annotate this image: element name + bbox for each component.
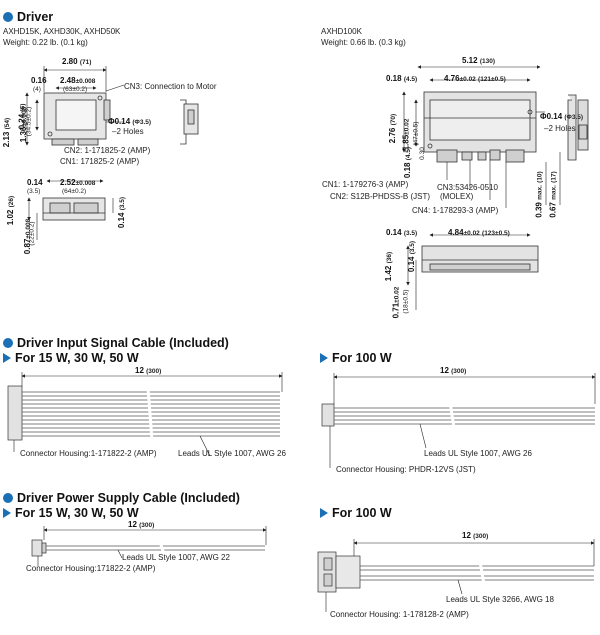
dim-2-76: 2.76 (70): [388, 113, 398, 144]
triangle-bullet-icon: [3, 353, 11, 363]
driver-small-weight: Weight: 0.22 lb. (0.1 kg): [3, 38, 88, 47]
dim-2-48: 2.48±0.008: [60, 76, 96, 85]
dim-hole-large: Φ0.14 (Φ3.5): [540, 112, 584, 121]
driver-large-front-view: [421, 245, 539, 273]
driver-large-weight: Weight: 0.66 lb. (0.3 kg): [321, 38, 406, 47]
dim-1-42: 1.42 (36): [384, 251, 394, 282]
dim-2-52-mm: (64±0.2): [62, 188, 87, 195]
dim-5-12: 5.12 (130): [462, 56, 495, 65]
dim-0-14-c: 0.14 (3.5): [117, 196, 127, 229]
driver-large-model: AXHD100K: [321, 27, 362, 36]
input-cable-large-drawing: [321, 401, 595, 429]
dim-1-36-mm: (34.5±0.2): [25, 106, 33, 137]
input-cable-large-housing: Connector Housing: PHDR-12VS (JST): [336, 465, 476, 474]
bullet-dot-icon: [3, 12, 13, 22]
input-cable-large-dimension: [329, 373, 596, 468]
power-cable-small-leads: Leads UL Style 1007, AWG 22: [122, 553, 230, 562]
holes-small-label: –2 Holes: [112, 127, 144, 136]
dim-2-80: 2.80 (71): [62, 57, 92, 66]
dim-0-30: 0.30: [418, 147, 426, 160]
dim-0-16: 0.16: [31, 76, 47, 85]
bullet-dot-icon: [3, 493, 13, 503]
power-cable-small-length: 12 (300): [128, 520, 155, 529]
input-cable-small-leads: Leads UL Style 1007, AWG 26: [178, 449, 286, 458]
power-cable-large-length: 12 (300): [462, 531, 489, 540]
power-cable-small-dimension: [37, 526, 267, 566]
driver-large-cn2-label: CN2: S12B-PHDSS-B (JST): [330, 192, 431, 201]
driver-large-cn1-label: CN1: 1-179276-3 (AMP): [322, 180, 409, 189]
dim-0-14-b: 0.14: [27, 178, 43, 187]
triangle-bullet-icon: [320, 353, 328, 363]
power-cable-small-drawing: [31, 539, 265, 557]
input-cable-heading: Driver Input Signal Cable (Included): [3, 336, 229, 350]
driver-small-cn3-label: CN3: Connection to Motor: [124, 82, 217, 91]
driver-small-cn1-label: CN1: 171825-2 (AMP): [60, 157, 140, 166]
dim-hole-small: Φ0.14 (Φ3.5): [108, 117, 152, 126]
dim-0-18-v: 0.18 (4.5): [403, 146, 413, 179]
driver-small-cn2-label: CN2: 1-171825-2 (AMP): [64, 146, 151, 155]
dim-4-76: 4.76±0.02 (121±0.5): [444, 74, 506, 83]
input-cable-large-subheading: For 100 W: [320, 351, 392, 365]
dim-2-13: 2.13 (54): [2, 117, 12, 148]
dim-0-39: 0.39 max. (10): [534, 171, 544, 218]
dim-2-52: 2.52±0.008: [60, 178, 96, 187]
dim-0-16-mm: (4): [33, 86, 41, 93]
dim-0-67: 0.67 max. (17): [548, 171, 558, 218]
input-cable-small-drawing: [7, 385, 280, 441]
driver-large-dimension-lines: [402, 65, 561, 310]
input-cable-small-length: 12 (300): [135, 366, 162, 375]
driver-large-side-view: [567, 94, 589, 161]
dim-0-71-mm: (18±0.5): [402, 289, 410, 314]
driver-small-models: AXHD15K, AXHD30K, AXHD50K: [3, 27, 121, 36]
dim-1-02: 1.02 (26): [6, 195, 16, 226]
driver-small-front-view: [42, 197, 106, 221]
driver-large-cn3-label-b: (MOLEX): [440, 192, 474, 201]
power-cable-large-subheading: For 100 W: [320, 506, 392, 520]
dim-0-14-b-mm: (3.5): [27, 188, 41, 195]
driver-small-side-view: [180, 99, 199, 145]
dim-0-18: 0.18 (4.5): [386, 74, 418, 83]
driver-large-cn4-label: CN4: 1-178293-3 (AMP): [412, 206, 499, 215]
dim-1-85: 1.85±0.02: [401, 118, 411, 151]
dim-0-71: 0.71±0.02: [391, 286, 401, 319]
power-cable-small-housing: Connector Housing:171822-2 (AMP): [26, 564, 156, 573]
power-cable-large-leads: Leads UL Style 3266, AWG 18: [446, 595, 554, 604]
triangle-bullet-icon: [3, 508, 11, 518]
driver-large-top-view: [423, 91, 537, 163]
power-cable-heading: Driver Power Supply Cable (Included): [3, 491, 240, 505]
power-cable-large-dimension: [325, 539, 595, 612]
power-cable-small-subheading: For 15 W, 30 W, 50 W: [3, 506, 139, 520]
driver-large-cn3-label: CN3:53426-0510: [437, 183, 498, 192]
driver-heading: Driver: [3, 10, 53, 24]
dim-1-85-mm: (47±0.5): [412, 121, 420, 146]
power-cable-large-housing: Connector Housing: 1-178128-2 (AMP): [330, 610, 469, 619]
driver-heading-text: Driver: [17, 10, 54, 24]
dim-0-14-r: 0.14 (3.5): [386, 228, 418, 237]
input-cable-large-leads: Leads UL Style 1007, AWG 26: [424, 449, 532, 458]
input-cable-small-subheading: For 15 W, 30 W, 50 W: [3, 351, 139, 365]
dim-2-48-mm: (63±0.2): [63, 86, 88, 93]
dim-0-14-rv: 0.14 (3.5): [407, 240, 417, 273]
triangle-bullet-icon: [320, 508, 328, 518]
input-cable-small-dimension: [13, 372, 283, 457]
input-cable-small-housing: Connector Housing:1-171822-2 (AMP): [20, 449, 157, 458]
holes-large-label: –2 Holes: [544, 124, 576, 133]
dim-0-87-mm: (22±0.2): [28, 221, 36, 246]
driver-small-top-view: [43, 92, 111, 146]
input-cable-large-length: 12 (300): [440, 366, 467, 375]
driver-small-dimension-lines: [25, 66, 125, 240]
dim-4-84: 4.84±0.02 (123±0.5): [448, 228, 510, 237]
bullet-dot-icon: [3, 338, 13, 348]
power-cable-large-drawing: [317, 551, 594, 593]
